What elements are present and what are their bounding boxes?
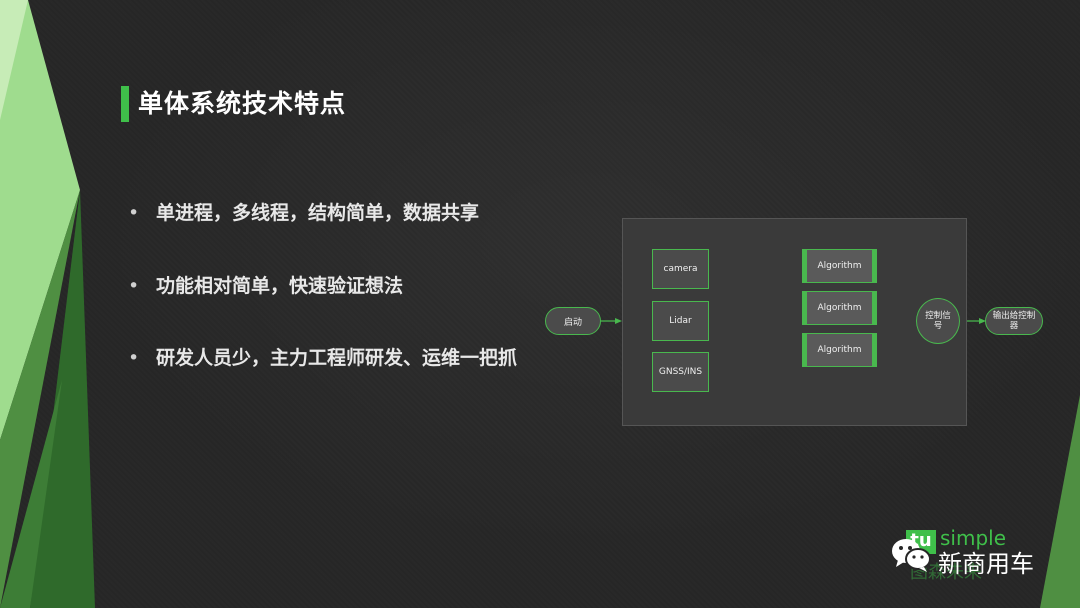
bullet-text-1: 单进程，多线程，结构简单，数据共享 [156,202,480,224]
logo-faint-text: 图森未来 [910,562,982,583]
algorithm-block-1: Algorithm [802,249,877,283]
start-node: 启动 [545,307,601,335]
title-accent-bar [121,86,129,122]
bullet-dot: • [128,347,140,369]
left-light-triangle [0,0,80,440]
bullet-dot: • [128,202,140,224]
bullet-text-3: 研发人员少，主力工程师研发、运维一把抓 [156,347,518,369]
slide-title: 单体系统技术特点 [138,89,347,118]
left-dark-triangle [30,190,95,608]
wechat-icon [892,539,931,572]
left-bottom-triangle [0,380,62,608]
sensor-lidar: Lidar [652,301,709,341]
watermark-brand-text: 新商用车 [938,550,1034,578]
sensor-camera: camera [652,249,709,289]
bullet-item-1: • 单进程，多线程，结构简单，数据共享 [128,198,479,228]
algorithm-block-3: Algorithm [802,333,877,367]
bullet-item-3: • 研发人员少，主力工程师研发、运维一把抓 [128,343,517,373]
left-top-highlight [0,0,28,120]
bullet-item-2: • 功能相对简单，快速验证想法 [128,271,403,301]
algorithm-block-2: Algorithm [802,291,877,325]
bullet-dot: • [128,275,140,297]
logo-simple-text: simple [940,526,1007,550]
output-node: 输出给控制器 [985,307,1043,335]
right-corner-triangle [1040,395,1080,608]
sensor-gnss-ins: GNSS/INS [652,352,709,392]
left-mid-triangle [0,190,80,608]
bullet-text-2: 功能相对简单，快速验证想法 [156,275,404,297]
control-signal-node: 控制信号 [916,298,960,344]
